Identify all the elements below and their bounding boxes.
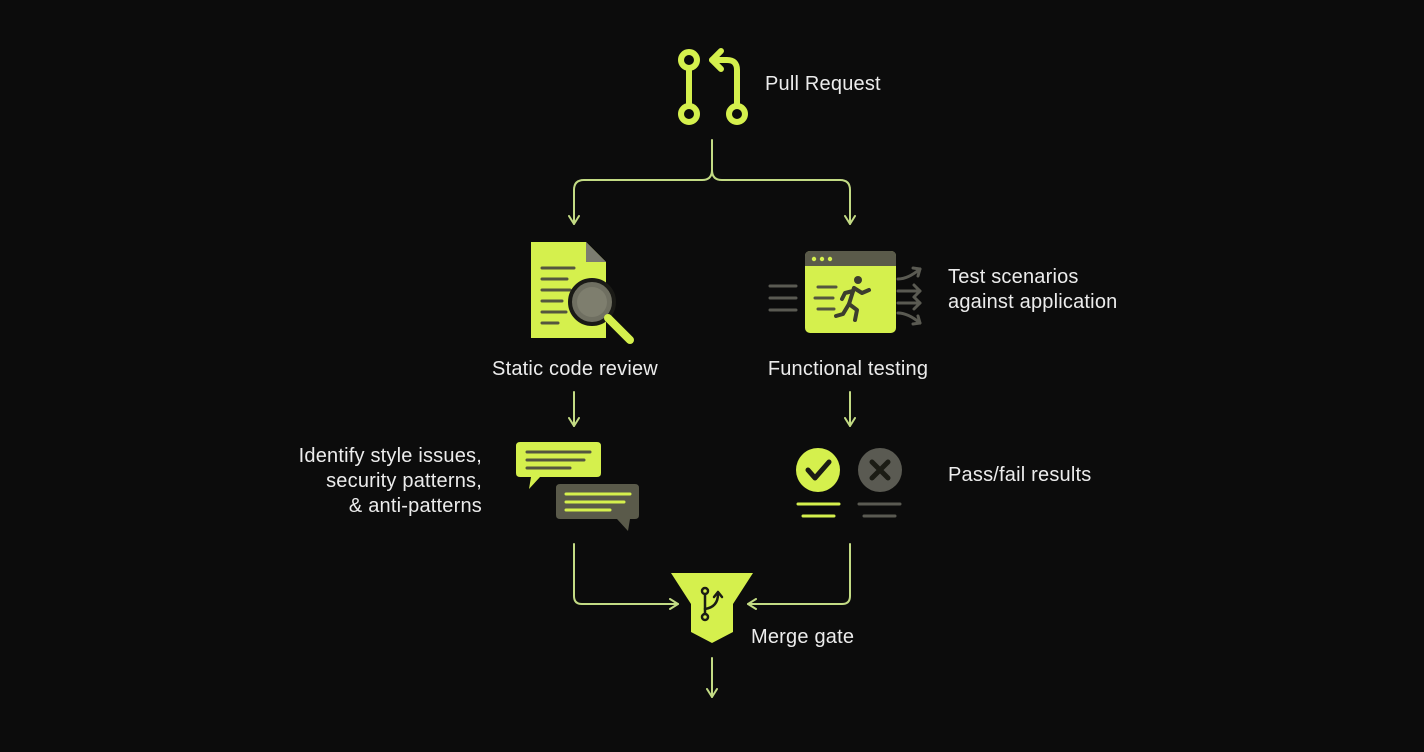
running-figure-icon [834,276,871,322]
connector-issues-to-merge [573,543,679,610]
pull-request-label: Pull Request [765,73,881,95]
identify-issues-label: Identify style issues, security patterns… [262,444,482,519]
funnel-merge-icon [671,573,753,643]
connector-pr-stem [701,139,713,181]
x-circle-icon [857,448,902,518]
functional-testing-label: Functional testing [767,358,929,380]
check-circle-icon [796,448,841,518]
connector-pr-to-static [568,179,703,225]
test-scenarios-line-2: against application [948,291,1118,313]
static-review-label: Static code review [492,358,658,380]
connectors [568,139,856,698]
document-search-icon [531,242,634,344]
identify-issues-line-2: security patterns, [326,470,482,492]
git-pull-request-icon [678,48,748,125]
comments-icon [516,442,639,531]
test-scenarios-label: Test scenarios against application [948,265,1117,315]
test-scenarios-line-1: Test scenarios [948,266,1079,288]
connector-results-to-merge [747,543,851,610]
merge-gate-label: Merge gate [751,626,855,648]
browser-running-icon [805,251,922,333]
identify-issues-line-3: & anti-patterns [348,495,482,517]
connector-pr-to-functional [711,169,856,225]
pass-fail-label: Pass/fail results [948,464,1092,486]
identify-issues-line-1: Identify style issues, [298,445,482,467]
